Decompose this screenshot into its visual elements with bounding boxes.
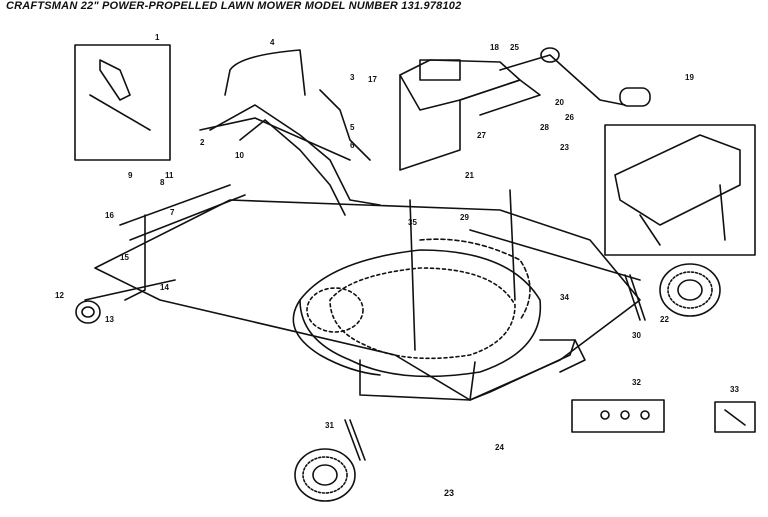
diagram-title: CRAFTSMAN 22" POWER-PROPELLED LAWN MOWER… (6, 0, 462, 12)
callout-7: 7 (170, 208, 175, 217)
callout-11: 11 (165, 171, 174, 180)
callout-27: 27 (477, 131, 486, 140)
callout-10: 10 (235, 151, 244, 160)
drive-rod (409, 189, 641, 351)
height-adjuster-rear (344, 419, 366, 461)
parts-kit-32 (571, 399, 665, 433)
callout-3: 3 (350, 73, 355, 82)
callout-5: 5 (350, 123, 355, 132)
callout-16: 16 (105, 211, 114, 220)
callout-4: 4 (270, 38, 275, 47)
callout-15: 15 (120, 253, 129, 262)
callout-22: 22 (660, 315, 669, 324)
callout-33: 33 (730, 385, 739, 394)
front-wheel-left (75, 300, 101, 324)
callout-18: 18 (490, 43, 499, 52)
callout-25: 25 (510, 43, 519, 52)
callout-21: 21 (465, 171, 474, 180)
callout-13: 13 (105, 315, 114, 324)
callout-9: 9 (128, 171, 133, 180)
callout-6: 6 (350, 141, 355, 150)
detail-inset-1 (74, 44, 171, 161)
callout-17: 17 (368, 75, 377, 84)
callout-2: 2 (200, 138, 205, 147)
height-adjuster-right (624, 274, 646, 321)
callout-8: 8 (160, 178, 165, 187)
callout-30: 30 (632, 331, 641, 340)
part-33 (714, 401, 756, 433)
callout-34: 34 (560, 293, 569, 302)
handle-assembly (199, 49, 381, 216)
callout-31: 31 (325, 421, 334, 430)
callout-20: 20 (555, 98, 564, 107)
front-axle (84, 184, 246, 301)
page-number: 23 (444, 488, 455, 498)
callout-26: 26 (565, 113, 574, 122)
control-cable (499, 47, 651, 107)
rear-cover (399, 59, 541, 171)
rear-wheel-left (294, 448, 356, 502)
front-wheel-phantom (306, 287, 364, 333)
mower-deck (94, 199, 641, 401)
callout-32: 32 (632, 378, 641, 387)
detail-inset-16 (604, 124, 756, 256)
callout-1: 1 (155, 33, 160, 42)
callout-23: 23 (560, 143, 569, 152)
callout-24: 24 (495, 443, 504, 452)
callout-numbers: 1234567891011121314151617181920212223242… (55, 33, 739, 452)
callout-29: 29 (460, 213, 469, 222)
callout-19: 19 (685, 73, 694, 82)
callout-12: 12 (55, 291, 64, 300)
callout-14: 14 (160, 283, 169, 292)
callout-35: 35 (408, 218, 417, 227)
callout-28: 28 (540, 123, 549, 132)
rear-wheel-right (659, 263, 721, 317)
